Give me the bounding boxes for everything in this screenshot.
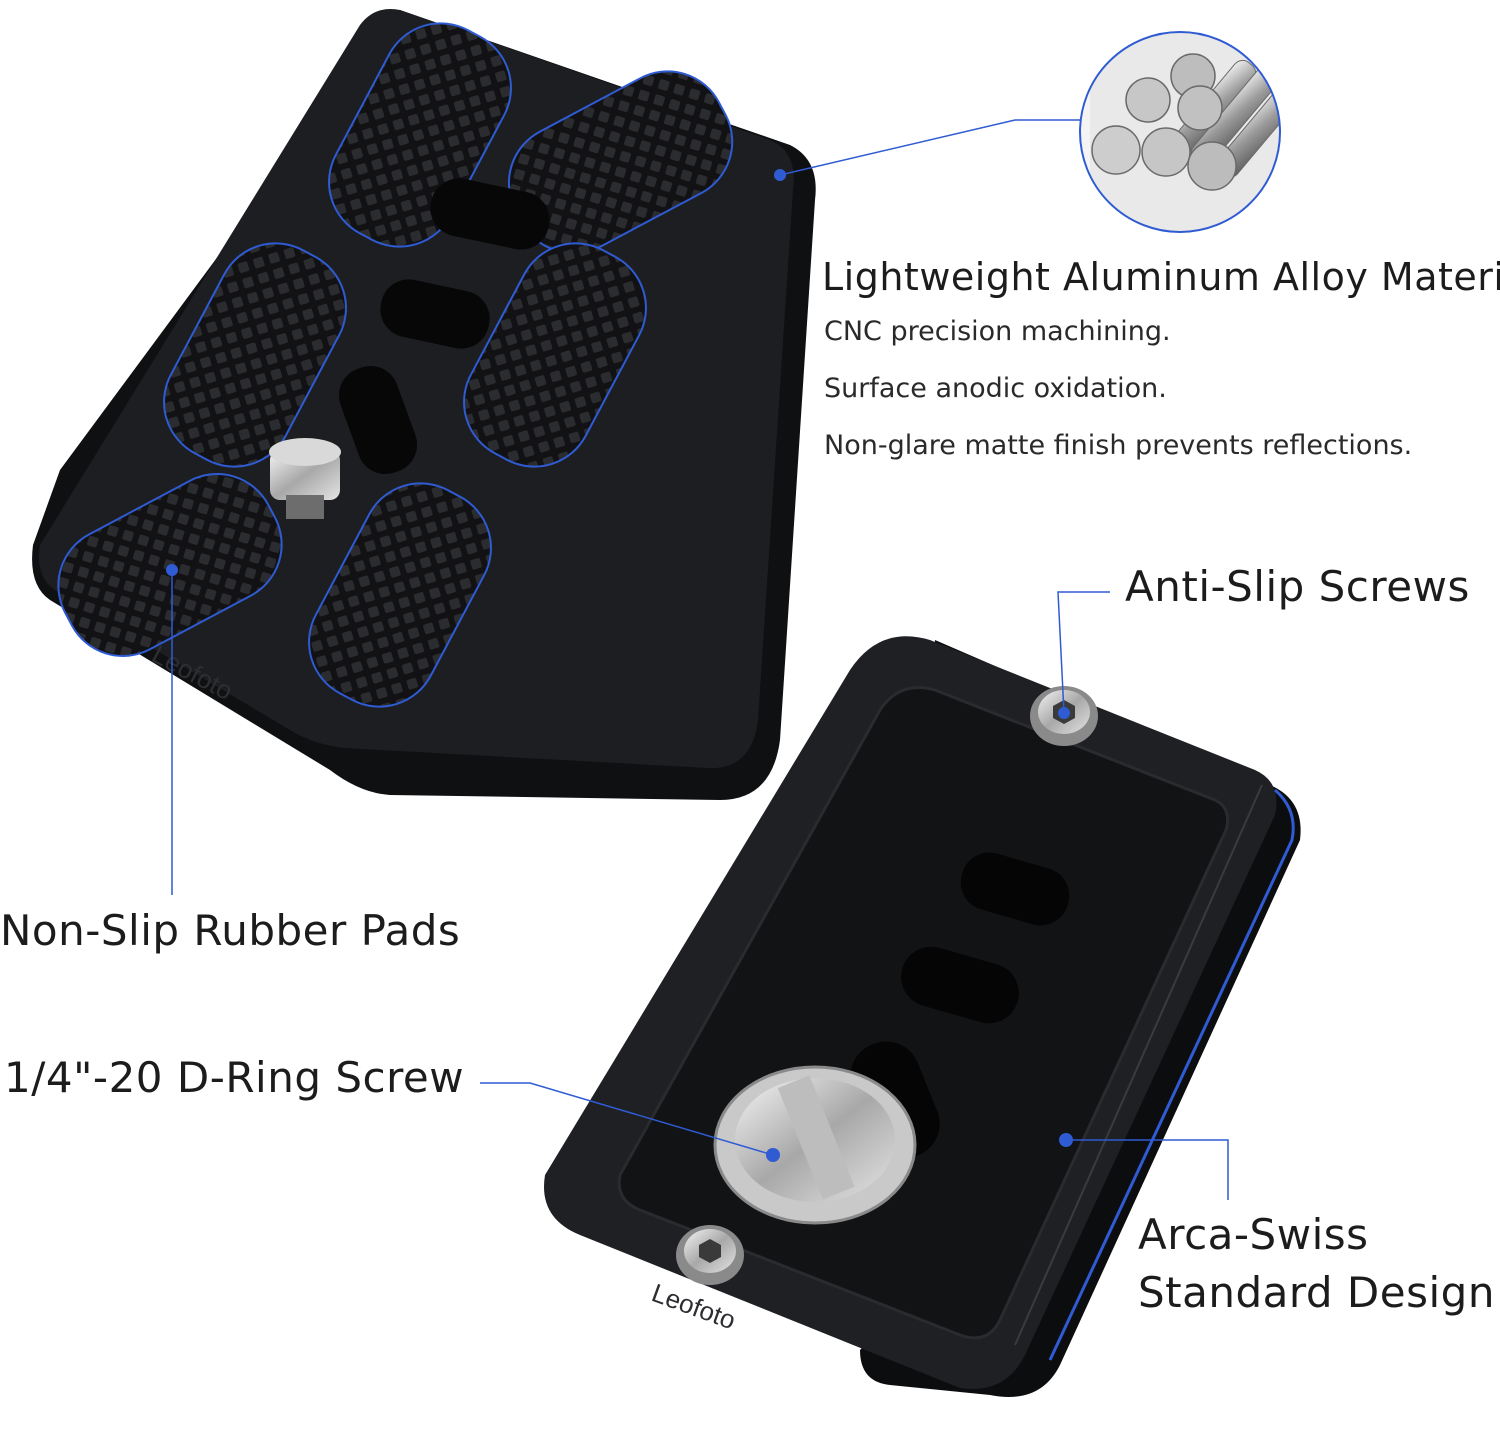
arca-edge — [1048, 788, 1295, 1361]
d-ring-screw — [713, 1065, 917, 1225]
anti-slip-screw-bottom — [676, 1225, 744, 1285]
rubber-pad — [308, 482, 492, 708]
rubber-pad — [328, 22, 512, 248]
d-ring-screw-label: 1/4"-20 D-Ring Screw — [4, 1053, 465, 1102]
arca-swiss-label-line2: Standard Design — [1138, 1268, 1495, 1317]
aluminum-rods-icon — [1079, 31, 1281, 233]
d-ring-leader — [480, 1082, 774, 1156]
material-title: Lightweight Aluminum Alloy Material. — [822, 255, 1500, 299]
material-line-3: Non-glare matte finish prevents reflecti… — [824, 430, 1413, 461]
mounting-slots — [338, 178, 550, 475]
rubber-pad — [163, 242, 347, 468]
bottom-plate: Leofoto — [544, 636, 1301, 1397]
rubber-pads-label: Non-Slip Rubber Pads — [0, 906, 461, 955]
camera-screw-small — [269, 438, 341, 519]
top-plate: Leofoto — [32, 9, 816, 800]
material-leader — [779, 119, 1080, 176]
material-line-2: Surface anodic oxidation. — [824, 373, 1167, 404]
rubber-pad — [463, 242, 647, 468]
anti-slip-screws-label: Anti-Slip Screws — [1125, 562, 1470, 611]
anti-slip-leader — [1057, 591, 1110, 714]
anti-slip-screw-top — [1030, 686, 1098, 746]
arca-leader — [1066, 1139, 1229, 1200]
rubber-pads — [57, 22, 734, 708]
arca-swiss-label-line1: Arca-Swiss — [1138, 1210, 1369, 1259]
leader-lines — [171, 119, 1229, 1200]
material-line-1: CNC precision machining. — [824, 316, 1171, 347]
